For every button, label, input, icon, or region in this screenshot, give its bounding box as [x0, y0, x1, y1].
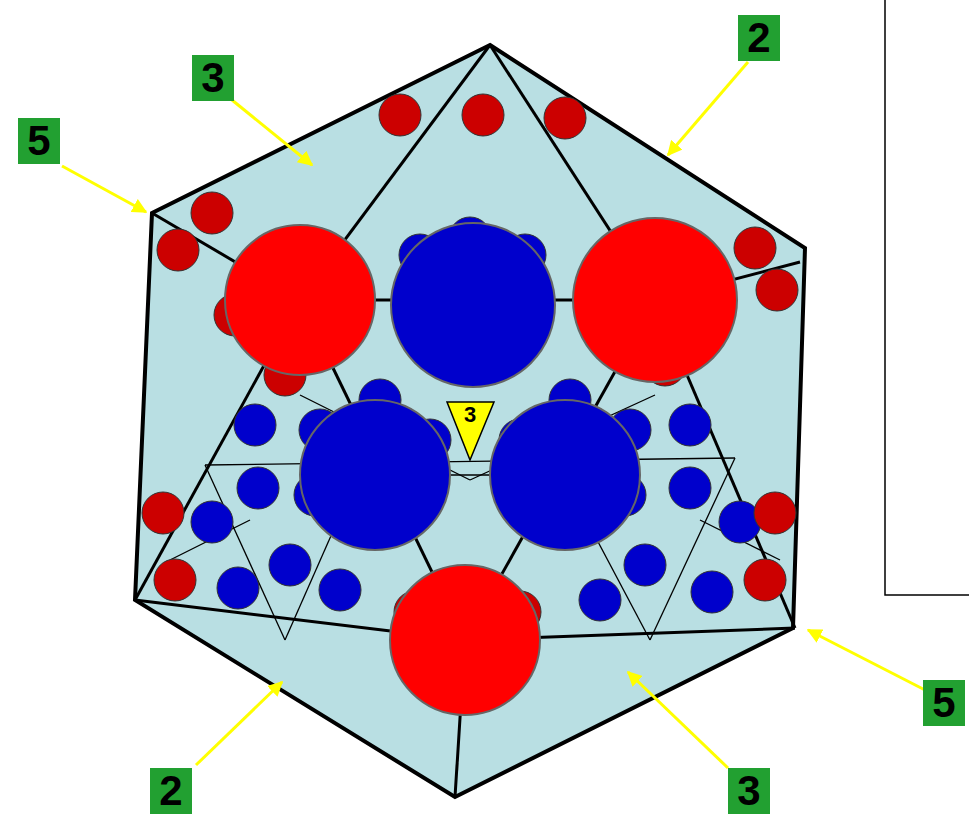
callout-number: 2	[150, 768, 192, 814]
facet-edges	[135, 45, 800, 797]
pointer-arrow	[628, 672, 728, 768]
facet-edge	[650, 458, 735, 640]
blue-subunit	[579, 579, 621, 621]
pointer-arrow	[232, 100, 312, 165]
red-subunit	[734, 227, 776, 269]
red-subunit	[462, 94, 504, 136]
red-subunit	[379, 94, 421, 136]
blue-subunit	[319, 569, 361, 611]
red-subunit	[756, 269, 798, 311]
symmetry-symbol-number: 3	[452, 400, 488, 430]
red-subunit	[154, 559, 196, 601]
red-subunit	[754, 492, 796, 534]
blue-subunit	[624, 544, 666, 586]
red-subunit	[157, 229, 199, 271]
subunits	[142, 94, 798, 633]
pointer-arrow	[196, 682, 282, 765]
callout-number: 3	[728, 768, 770, 814]
capsomer	[490, 400, 640, 550]
blue-subunit	[237, 467, 279, 509]
callout-number: 5	[18, 118, 60, 164]
pointer-arrows	[62, 62, 925, 768]
red-subunit	[191, 192, 233, 234]
pointer-arrow	[62, 166, 146, 212]
blue-subunit	[269, 544, 311, 586]
red-subunit	[142, 492, 184, 534]
capsid-outline	[135, 45, 805, 797]
callout-number: 3	[192, 55, 234, 101]
blue-subunit	[669, 404, 711, 446]
capsomer	[390, 565, 540, 715]
red-subunit	[544, 97, 586, 139]
blue-subunit	[191, 501, 233, 543]
capsomers	[225, 218, 737, 715]
callout-number: 2	[738, 15, 780, 61]
blue-subunit	[669, 467, 711, 509]
capsomer	[225, 225, 375, 375]
capsomer	[300, 400, 450, 550]
pointer-arrow	[668, 62, 748, 155]
blue-subunit	[691, 571, 733, 613]
capsomer	[573, 218, 737, 382]
red-subunit	[744, 559, 786, 601]
pointer-arrow	[808, 630, 925, 690]
blue-subunit	[217, 567, 259, 609]
side-panel	[885, 0, 969, 595]
capsomer	[391, 223, 555, 387]
blue-subunit	[234, 404, 276, 446]
callout-number: 5	[923, 680, 965, 726]
